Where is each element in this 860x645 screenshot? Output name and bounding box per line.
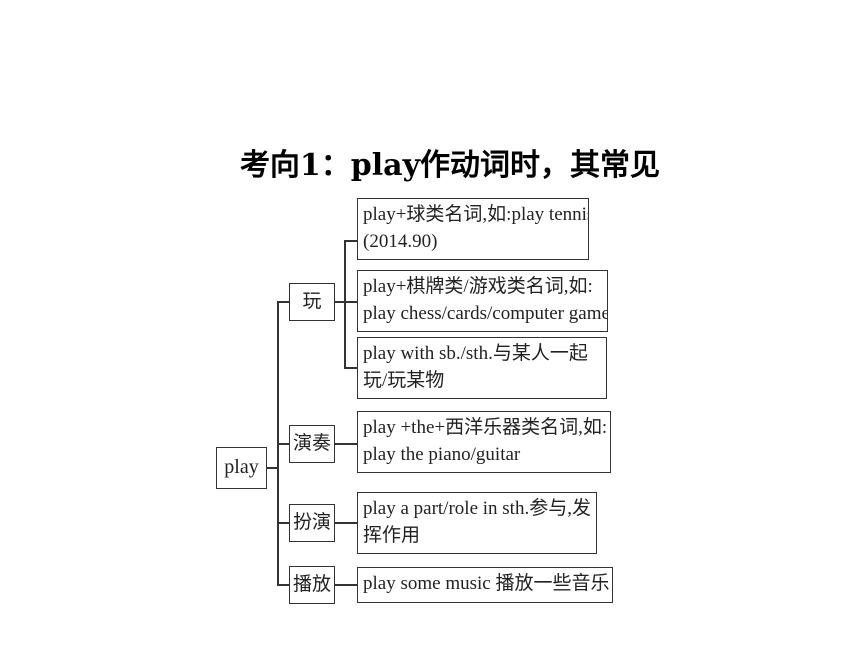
connector-spine-role <box>277 522 289 524</box>
branch-node-role: 扮演 <box>289 504 335 542</box>
connector-perform-item <box>335 443 357 445</box>
leaf-line: play+棋牌类/游戏类名词,如: <box>363 276 593 297</box>
connector-spine-perform <box>277 443 289 445</box>
connector-root-spine <box>277 301 279 584</box>
leaf-play-music: play some music 播放一些音乐 <box>357 567 613 603</box>
connector-play-spine <box>344 240 346 368</box>
leaf-line: 挥作用 <box>363 525 421 546</box>
connector-play-item3 <box>344 367 357 369</box>
branch-node-play: 玩 <box>289 283 335 321</box>
connector-play-item1 <box>344 240 357 242</box>
leaf-play-instrument: play +the+西洋乐器类名词,如: play the piano/guit… <box>357 411 611 473</box>
leaf-line: play with sb./sth.与某人一起 <box>363 343 588 364</box>
leaf-line: play +the+西洋乐器类名词,如: <box>363 417 608 438</box>
connector-root <box>267 467 278 469</box>
connector-broadcast-item <box>335 584 357 586</box>
leaf-line: (2014.90) <box>363 231 438 252</box>
connector-spine-play <box>277 301 289 303</box>
connector-play-item2 <box>344 301 357 303</box>
leaf-line: 玩/玩某物 <box>363 370 445 391</box>
branch-node-broadcast: 播放 <box>289 566 335 604</box>
leaf-play-board-games: play+棋牌类/游戏类名词,如: play chess/cards/compu… <box>357 270 608 332</box>
leaf-play-role: play a part/role in sth.参与,发 挥作用 <box>357 492 597 554</box>
leaf-line: play a part/role in sth.参与,发 <box>363 498 591 519</box>
leaf-play-with: play with sb./sth.与某人一起 玩/玩某物 <box>357 337 607 399</box>
leaf-play-ball-games: play+球类名词,如:play tennis (2014.90) <box>357 198 589 260</box>
leaf-line: play+球类名词,如:play tennis <box>363 204 589 225</box>
leaf-line: play the piano/guitar <box>363 444 521 465</box>
branch-node-perform: 演奏 <box>289 425 335 463</box>
connector-role-item <box>335 522 357 524</box>
connector-spine-broadcast <box>277 584 289 586</box>
connector-play-out <box>335 301 345 303</box>
page-title: 考向1：play作动词时，其常见 <box>239 148 661 183</box>
leaf-line: play chess/cards/computer games <box>363 303 608 324</box>
leaf-line: play some music 播放一些音乐 <box>363 573 610 594</box>
root-node-play: play <box>216 447 267 489</box>
